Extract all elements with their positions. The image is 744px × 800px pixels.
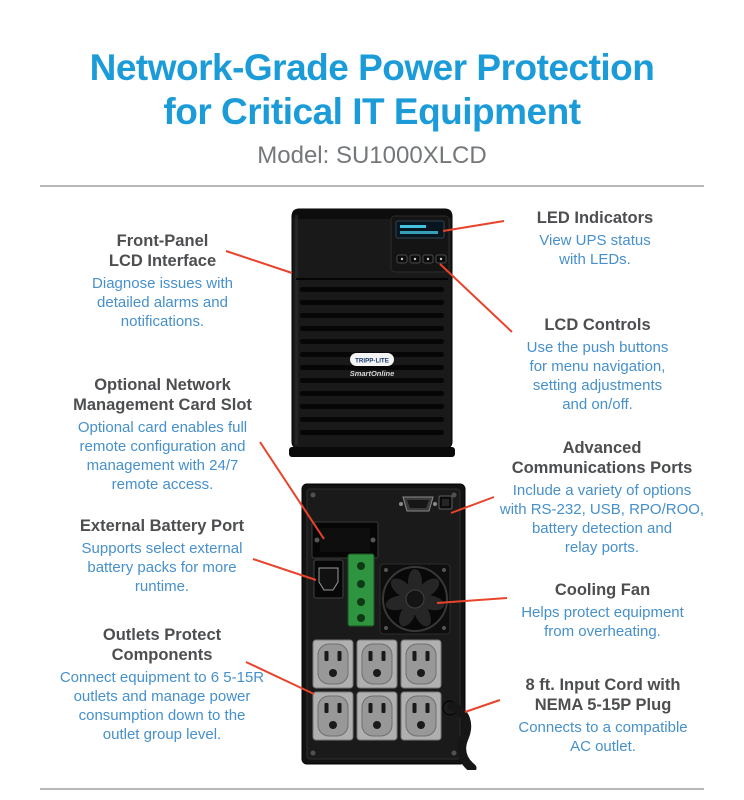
callout-heading: Cooling Fan (554, 581, 651, 599)
serial-port (399, 496, 437, 512)
outlet (356, 691, 398, 741)
callout-body: Connect equipment to 6 5-15R outlets and… (59, 669, 265, 743)
input-cord (442, 700, 477, 770)
model-number: Model: SU1000XLCD (257, 142, 487, 169)
callout-external-battery-port: External Battery Port Supports select ex… (62, 516, 262, 596)
callout-heading: Optional Network Management Card Slot (73, 376, 252, 414)
callout-outlets-protect-components: Outlets Protect Components Connect equip… (52, 625, 272, 744)
front-vents (300, 287, 444, 435)
outlet (312, 639, 354, 689)
outlet (400, 639, 442, 689)
lcd-screen (395, 220, 445, 239)
callout-heading: External Battery Port (79, 517, 245, 535)
outlet (400, 691, 442, 741)
ups-front-view: TRIPP·LITE SmartOnline (289, 208, 455, 457)
network-card-slot (311, 521, 379, 559)
callout-body: Use the push buttons for menu navigation… (526, 339, 669, 413)
callout-body: Include a variety of options with RS-232… (499, 482, 705, 556)
usb-port (438, 495, 453, 510)
callout-lcd-controls: LCD Controls Use the push buttons for me… (505, 315, 690, 414)
callout-heading: Advanced Communications Ports (511, 439, 693, 477)
callout-led-indicators: LED Indicators View UPS status with LEDs… (505, 208, 685, 269)
series-label: SmartOnline (350, 369, 395, 378)
cooling-fan (379, 563, 451, 635)
callout-heading: LED Indicators (536, 209, 654, 227)
callout-heading: Front-Panel LCD Interface (108, 232, 217, 270)
ups-rear-view (301, 483, 477, 770)
brand-logo: TRIPP·LITE SmartOnline (350, 353, 395, 378)
divider-bottom (40, 788, 704, 790)
callout-body: Helps protect equipment from overheating… (521, 604, 684, 640)
callout-front-panel-lcd-interface: Front-Panel LCD Interface Diagnose issue… (60, 231, 265, 331)
terminal-block (347, 553, 375, 627)
brand-logo-text: TRIPP·LITE (355, 358, 389, 365)
callout-heading: 8 ft. Input Cord with NEMA 5-15P Plug (525, 676, 681, 714)
outlet (312, 691, 354, 741)
front-lcd-panel (390, 215, 450, 273)
callout-body: Diagnose issues with detailed alarms and… (92, 275, 233, 330)
external-battery-port (313, 559, 344, 599)
callout-body: Optional card enables full remote config… (77, 419, 248, 493)
callout-body: Connects to a compatible AC outlet. (518, 719, 688, 755)
outlet (356, 639, 398, 689)
page-title: Network-Grade Power Protection for Criti… (89, 47, 655, 132)
callout-body: View UPS status with LEDs. (539, 232, 651, 268)
callout-input-cord: 8 ft. Input Cord with NEMA 5-15P Plug Co… (498, 675, 708, 756)
divider-top (40, 185, 704, 187)
callout-cooling-fan: Cooling Fan Helps protect equipment from… (505, 580, 700, 641)
callout-heading: Outlets Protect Components (102, 626, 222, 664)
lcd-buttons (396, 254, 447, 264)
callout-body: Supports select external battery packs f… (81, 540, 243, 595)
callout-heading: LCD Controls (544, 316, 651, 334)
callout-network-management-card-slot: Optional Network Management Card Slot Op… (55, 375, 270, 494)
front-base (289, 447, 455, 457)
callout-advanced-communications-ports: Advanced Communications Ports Include a … (492, 438, 712, 557)
